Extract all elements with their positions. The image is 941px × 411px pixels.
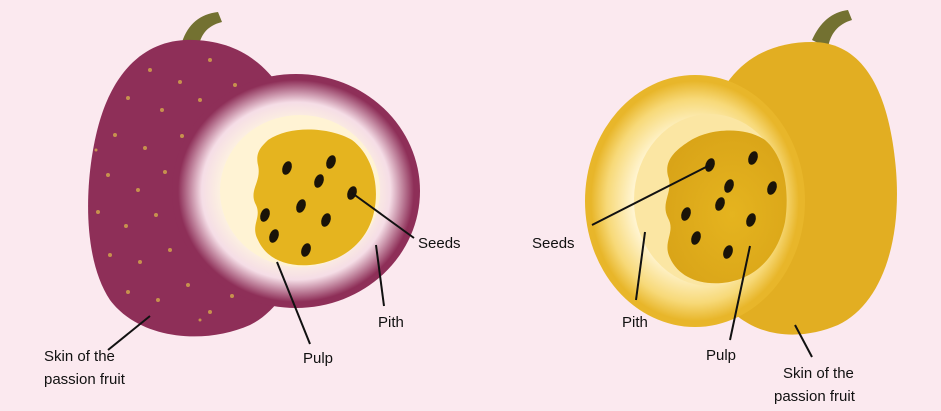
purple-passion-fruit: Seeds Pith Pulp Skin of the passion frui…: [44, 12, 461, 388]
purple-pith-label: Pith: [378, 314, 404, 331]
yellow-skin-label-line2: passion fruit: [774, 388, 856, 405]
purple-skin-label-line1: Skin of the: [44, 348, 115, 365]
purple-seeds-label: Seeds: [418, 235, 461, 252]
yellow-skin-label-line1: Skin of the: [783, 365, 854, 382]
yellow-seeds-label: Seeds: [532, 235, 575, 252]
purple-skin-label-line2: passion fruit: [44, 371, 126, 388]
yellow-passion-fruit: Seeds Pith Pulp Skin of the passion frui…: [532, 10, 897, 405]
yellow-pulp-label: Pulp: [706, 347, 736, 364]
purple-skin-leader: [108, 316, 150, 350]
yellow-pith-label: Pith: [622, 314, 648, 331]
purple-pulp-label: Pulp: [303, 350, 333, 367]
